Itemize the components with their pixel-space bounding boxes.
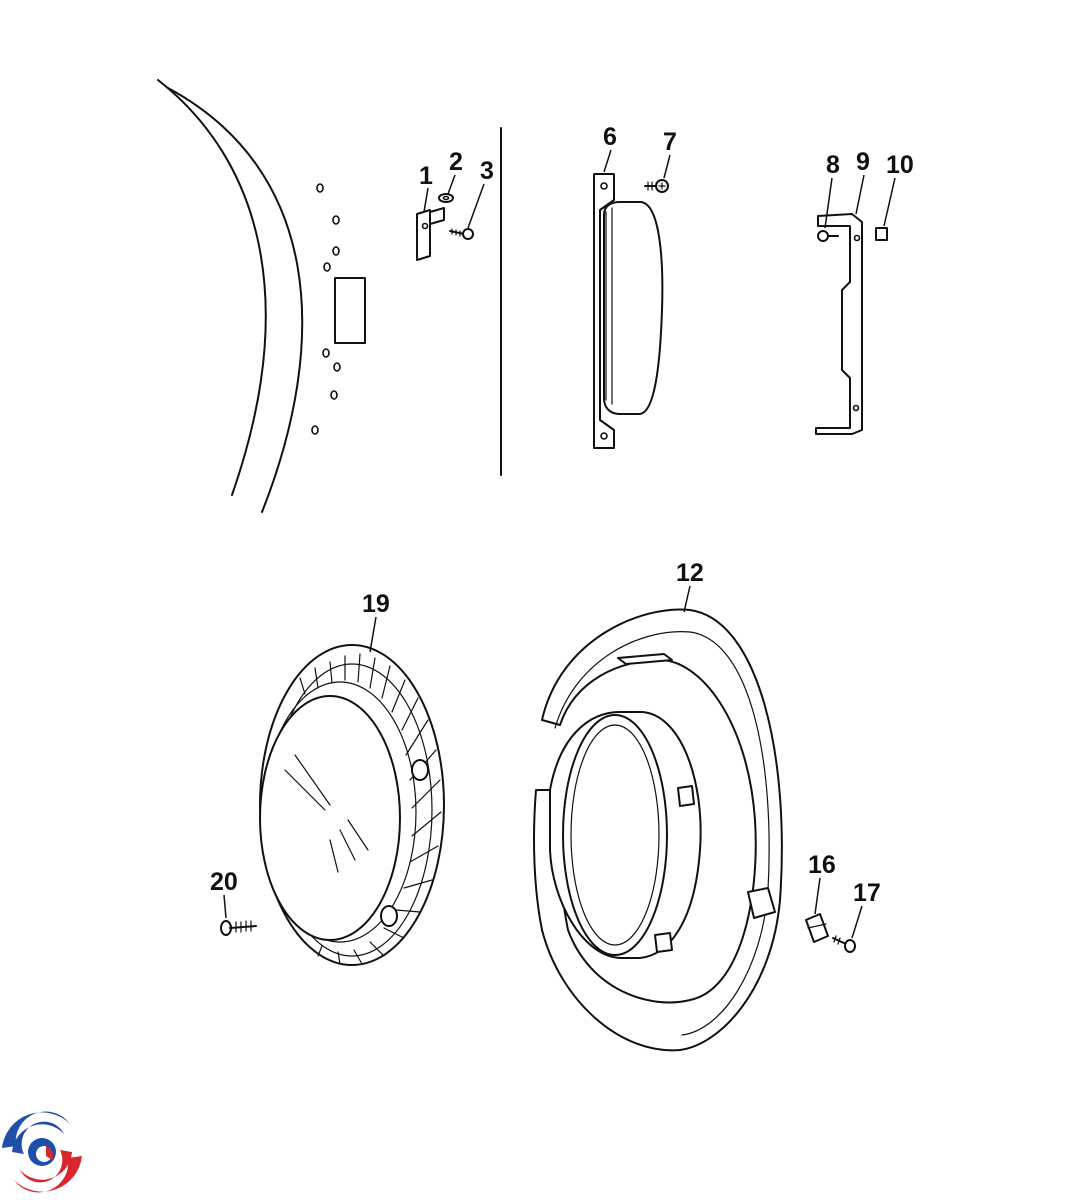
clip-part-16 bbox=[805, 913, 829, 943]
callout-12: 12 bbox=[676, 559, 704, 613]
door-glass-part-19 bbox=[259, 644, 445, 966]
washer-part-2 bbox=[438, 193, 454, 203]
callout-label-8: 8 bbox=[826, 151, 840, 179]
callout-label-17: 17 bbox=[853, 879, 881, 907]
callout-19: 19 bbox=[362, 590, 390, 653]
screw-part-3 bbox=[449, 228, 474, 240]
callout-label-16: 16 bbox=[808, 851, 836, 879]
swirl-logo-icon bbox=[0, 1110, 84, 1194]
callout-7: 7 bbox=[663, 128, 677, 179]
callout-label-6: 6 bbox=[603, 123, 617, 151]
screw-part-8 bbox=[817, 230, 839, 242]
glass-reflection-lines bbox=[284, 754, 369, 873]
bracket-part-1 bbox=[416, 207, 445, 261]
screw-part-20 bbox=[220, 920, 257, 936]
door-frame-part-12 bbox=[533, 608, 783, 1052]
callout-label-7: 7 bbox=[663, 128, 677, 156]
callout-6: 6 bbox=[603, 123, 617, 173]
cabinet-front-panel bbox=[157, 79, 502, 513]
callout-label-1: 1 bbox=[419, 162, 433, 190]
callout-label-2: 2 bbox=[449, 148, 463, 176]
callout-label-9: 9 bbox=[856, 148, 870, 176]
door-lock-opening bbox=[334, 277, 366, 344]
strike-bracket-part-9 bbox=[815, 213, 863, 435]
glass-ring-hatching bbox=[299, 653, 442, 965]
callout-2: 2 bbox=[447, 148, 463, 195]
callout-8: 8 bbox=[824, 151, 840, 229]
callout-label-12: 12 bbox=[676, 559, 704, 587]
callout-label-20: 20 bbox=[210, 868, 238, 896]
callout-9: 9 bbox=[855, 148, 870, 215]
panel-holes bbox=[311, 183, 341, 435]
callout-label-19: 19 bbox=[362, 590, 390, 618]
callout-16: 16 bbox=[808, 851, 836, 915]
callout-1: 1 bbox=[419, 162, 433, 213]
screw-part-17 bbox=[832, 935, 856, 953]
callout-label-10: 10 bbox=[886, 151, 914, 179]
screw-part-7 bbox=[644, 179, 669, 193]
callout-label-3: 3 bbox=[480, 157, 494, 185]
callout-10: 10 bbox=[883, 151, 914, 227]
callout-17: 17 bbox=[851, 879, 881, 939]
callout-3: 3 bbox=[467, 157, 494, 229]
callout-20: 20 bbox=[210, 868, 238, 919]
door-handle-part-6 bbox=[593, 173, 664, 449]
nut-part-10 bbox=[875, 227, 888, 241]
